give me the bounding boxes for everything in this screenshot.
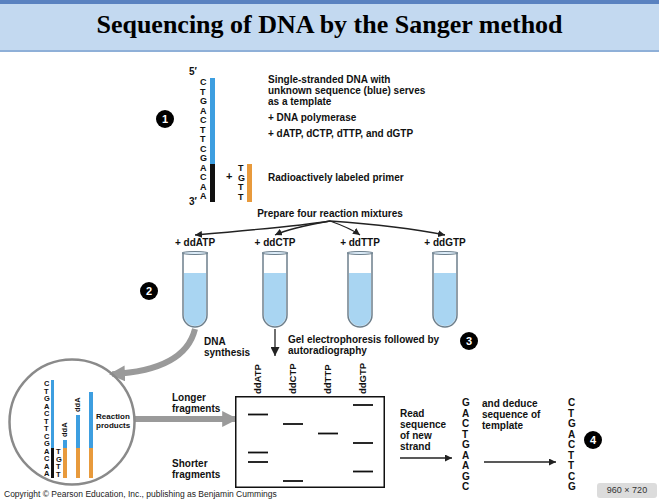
fragment-label: Shorter fragments: [172, 458, 232, 480]
strand-end-label: 3′: [189, 196, 201, 207]
dideoxy-label: ddA: [74, 397, 82, 412]
tube-rim: [262, 252, 288, 255]
template-strand-black: [210, 164, 215, 202]
callout-number: 1: [156, 110, 174, 128]
tube-shape: [332, 251, 388, 329]
template-sequence: CTGACTTCGACAA: [200, 78, 205, 202]
callout-number: 2: [140, 282, 158, 300]
primer-bar: [247, 164, 252, 202]
product-bar: [76, 415, 80, 448]
tube-label: + ddGTP: [417, 237, 473, 248]
plus-sign: +: [226, 170, 236, 182]
lane-label: ddATP: [252, 364, 263, 394]
product-bar: [63, 448, 67, 478]
connector: [274, 329, 275, 356]
reaction-tube: + ddATP: [167, 237, 223, 329]
gel-lanes: [235, 396, 385, 488]
tube-rim: [432, 252, 458, 255]
step-text: Single-stranded DNA with unknown sequenc…: [268, 74, 428, 107]
gel-panel: ddATP ddCTP ddTTP ddGTP: [235, 356, 385, 488]
gel-band: [248, 461, 268, 463]
gel-band: [248, 414, 268, 416]
title-band: [0, 0, 659, 52]
product-bar: [89, 392, 93, 448]
watermark: 960 × 720: [599, 485, 655, 496]
strand-end-label: 5′: [189, 66, 201, 77]
primer-sequence: TGTT: [238, 164, 243, 202]
tube-rim: [182, 252, 208, 255]
product-bar: [63, 440, 67, 448]
watermark-box: [597, 483, 657, 498]
fragment-label: Longer fragments: [172, 392, 232, 414]
lane-label: ddGTP: [357, 363, 368, 394]
tube-outline: [263, 253, 287, 327]
tube-label: + ddCTP: [247, 237, 303, 248]
gel-band: [283, 480, 303, 482]
tube-shape: [417, 251, 473, 329]
step-text: and deduce sequence of template: [482, 398, 544, 431]
tube-shape: [167, 251, 223, 329]
step-text: + DNA polymerase: [268, 112, 468, 123]
template-sequence: CTGACTTCG: [568, 398, 574, 493]
tube-outline: [348, 253, 372, 327]
lane-label: ddTTP: [322, 364, 333, 394]
title-band-edge: [0, 0, 659, 4]
edge-label: DNA synthesis: [204, 336, 266, 358]
inset-circle: Reaction products: [8, 358, 136, 486]
reaction-tube: + ddCTP: [247, 237, 303, 329]
tube-label: + ddTTP: [332, 237, 388, 248]
tube-liquid: [349, 273, 371, 326]
tube-liquid: [434, 273, 456, 326]
branch-arrows: [195, 221, 445, 235]
step-text: Prepare four reaction mixtures: [240, 208, 420, 219]
inset-template-sequence: CTGACTTCGACAA: [44, 380, 48, 478]
inset-primer-sequence: TGTT: [56, 448, 60, 478]
title-band-edge: [0, 50, 659, 52]
step-text: Radioactively labeled primer: [268, 172, 468, 183]
callout-number: 3: [460, 332, 478, 350]
gel-band: [353, 442, 373, 444]
gel-band: [248, 452, 268, 454]
tube-liquid: [184, 273, 206, 326]
reaction-tube: + ddTTP: [332, 237, 388, 329]
inset-template-blue: [51, 380, 54, 448]
read-arrows: [400, 458, 556, 462]
tube-rim: [347, 252, 373, 255]
tube-shape: [247, 251, 303, 329]
tube-label: + ddATP: [167, 237, 223, 248]
title-text: Sequencing of DNA by the Sanger method: [0, 10, 659, 40]
gel-band: [353, 471, 373, 473]
connector: [135, 416, 235, 422]
step-text: Read sequence of new strand: [400, 408, 454, 452]
dideoxy-label: ddA: [61, 422, 69, 437]
gel-band: [353, 404, 373, 406]
inset-label: Reaction products: [96, 412, 132, 430]
connector: [112, 329, 195, 374]
inset-template-black: [51, 448, 54, 478]
product-bar: [89, 448, 93, 478]
product-bar: [76, 448, 80, 478]
edge-label: Gel electrophoresis followed by autoradi…: [288, 334, 446, 356]
gel-outline: [236, 397, 385, 488]
gel-band: [283, 423, 303, 425]
new-strand-sequence: GACTGAAGC: [462, 398, 468, 493]
copyright-text: Copyright © Pearson Education, Inc., pub…: [4, 489, 334, 499]
reaction-tube: + ddGTP: [417, 237, 473, 329]
callout-number: 4: [584, 431, 602, 449]
tube-outline: [183, 253, 207, 327]
inset-circle-outline: [10, 360, 135, 485]
lane-label: ddCTP: [287, 363, 298, 394]
template-strand-blue: [210, 78, 215, 164]
step-text: + dATP, dCTP, dTTP, and dGTP: [268, 128, 488, 139]
tube-outline: [433, 253, 457, 327]
tube-liquid: [264, 273, 286, 326]
gel-band: [318, 433, 338, 435]
